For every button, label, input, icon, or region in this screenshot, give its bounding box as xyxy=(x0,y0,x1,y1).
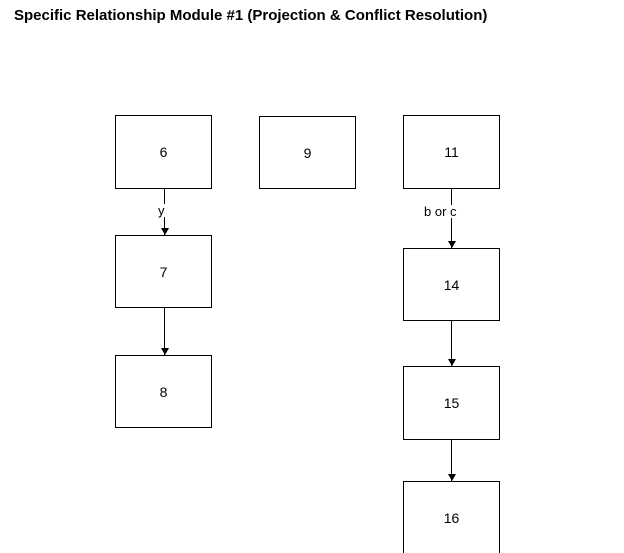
node-label: 9 xyxy=(303,144,312,161)
node-label: 6 xyxy=(159,144,168,160)
edge-label: y xyxy=(157,203,166,218)
node-8[interactable]: 8 xyxy=(115,355,212,428)
node-7[interactable]: 7 xyxy=(115,235,212,308)
arrowhead-icon xyxy=(448,241,456,248)
edge-label: b or c xyxy=(423,204,458,219)
node-label: 14 xyxy=(443,276,460,293)
node-15[interactable]: 15 xyxy=(403,366,500,440)
arrowhead-icon xyxy=(448,359,456,366)
node-label: 15 xyxy=(443,395,460,411)
node-label: 8 xyxy=(159,383,168,400)
node-14[interactable]: 14 xyxy=(403,248,500,321)
edge-line xyxy=(451,440,452,481)
node-label: 11 xyxy=(444,144,459,160)
arrowhead-icon xyxy=(448,474,456,481)
node-9[interactable]: 9 xyxy=(259,116,356,189)
page-title: Specific Relationship Module #1 (Project… xyxy=(14,7,488,24)
edge-line xyxy=(451,189,452,248)
node-6[interactable]: 6 xyxy=(115,115,212,189)
edge-line xyxy=(451,321,452,366)
node-label: 16 xyxy=(443,509,460,526)
arrowhead-icon xyxy=(161,228,169,235)
node-11[interactable]: 11 xyxy=(403,115,500,189)
node-label: 7 xyxy=(159,263,168,280)
edge-line xyxy=(164,308,165,355)
node-16[interactable]: 16 xyxy=(403,481,500,553)
arrowhead-icon xyxy=(161,348,169,355)
